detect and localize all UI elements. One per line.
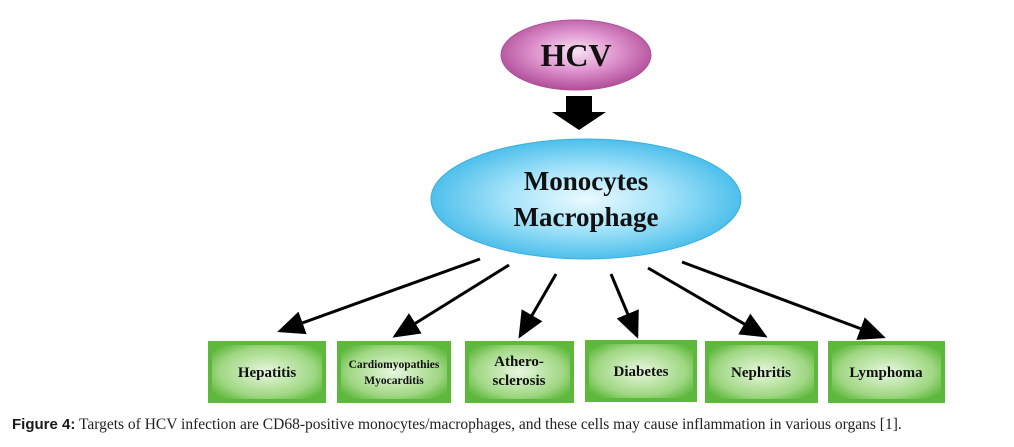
target-cardio-label-line1: Cardiomyopathies: [349, 359, 440, 371]
target-cardio-label-line2: Myocarditis: [364, 375, 424, 387]
hcv-node: HCV: [500, 19, 652, 91]
hcv-label: HCV: [540, 37, 611, 73]
target-lymphoma-label: Lymphoma: [849, 365, 923, 381]
target-hepatitis-label: Hepatitis: [238, 365, 296, 381]
target-diabetes-label: Diabetes: [614, 364, 669, 380]
target-athero-label-line2: sclerosis: [492, 373, 545, 389]
figure-caption: Figure 4: Targets of HCV infection are C…: [12, 416, 1002, 434]
target-diabetes-box: Diabetes: [585, 340, 697, 402]
caption-text: Targets of HCV infection are CD68-positi…: [75, 416, 902, 433]
arrow-to-hepatitis: [277, 257, 481, 335]
target-hepatitis-box: Hepatitis: [208, 341, 326, 403]
arrow-to-lymphoma: [681, 260, 886, 340]
hub-label-line1: Monocytes: [524, 166, 648, 196]
arrow-to-nephritis: [647, 266, 768, 338]
caption-label: Figure 4:: [12, 416, 76, 433]
arrow-to-diabetes: [609, 273, 639, 339]
arrows-group: [277, 257, 886, 340]
target-lymphoma-box: Lymphoma: [828, 341, 945, 403]
target-athero-box: Athero- sclerosis: [465, 341, 574, 403]
block-arrow-down: [552, 96, 606, 130]
target-nephritis-label: Nephritis: [731, 365, 791, 381]
target-nephritis-box: Nephritis: [705, 341, 818, 403]
arrow-to-cardio: [392, 263, 510, 338]
monocytes-macrophage-node: Monocytes Macrophage: [430, 138, 742, 260]
hub-label-line2: Macrophage: [514, 202, 659, 232]
target-cardio-box: Cardiomyopathies Myocarditis: [337, 341, 451, 403]
arrow-to-athero: [518, 273, 558, 339]
target-athero-label-line1: Athero-: [494, 354, 544, 370]
